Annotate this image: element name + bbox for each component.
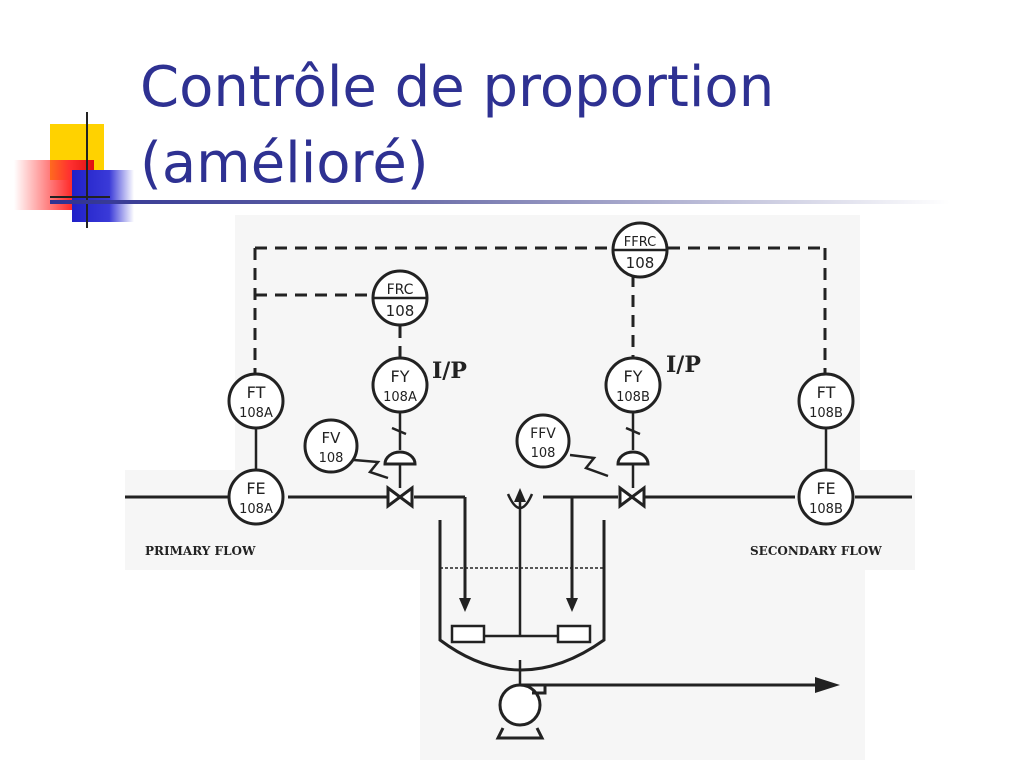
ip-converter-label-right: I/P [666,352,701,378]
ft-108b-number: 108B [809,406,843,421]
process-pipes [125,495,912,687]
bubble-ft-108a [227,372,285,430]
valve-right [616,450,650,509]
slide-title: Contrôle de proportion (amélioré) [140,50,774,202]
mixing-tank [438,492,606,690]
ft-108a-number: 108A [239,406,273,421]
pump [495,683,547,740]
frc-tag: FRC [387,282,414,298]
decor-vertical-line [86,112,88,228]
ft-108a-tag: FT [247,383,266,402]
fe-108a-number: 108A [239,502,273,517]
fy-108a-tag: FY [391,367,410,386]
ft-108b-tag: FT [817,383,836,402]
scan-background-bottom [420,555,865,760]
bubble-fv [303,418,359,474]
decor-horizontal-line [50,196,110,198]
ffv-number: 108 [531,446,556,461]
title-line-2: (amélioré) [140,131,429,196]
fe-108b-number: 108B [809,502,843,517]
bubble-dividers [373,248,667,300]
fy-108b-number: 108B [616,390,650,405]
fv-tag: FV [322,429,342,447]
ffrc-number: 108 [626,254,655,272]
fe-108b-tag: FE [816,479,835,498]
ip-converter-label-left: I/P [432,358,467,384]
fy-108b-tag: FY [624,367,643,386]
fy-108a-number: 108A [383,390,417,405]
fe-108a-tag: FE [246,479,265,498]
bubble-fy-108a [371,356,429,414]
secondary-flow-label: SECONDARY FLOW [750,544,882,558]
primary-flow-label: PRIMARY FLOW [145,544,256,558]
instrument-links [254,412,828,488]
flow-arrows [459,488,840,693]
bubble-fy-108b [604,356,662,414]
ffrc-tag: FFRC [624,235,656,250]
bubble-ft-108b [797,372,855,430]
bubble-fe-108b [797,468,855,526]
frc-number: 108 [386,302,415,320]
fv-number: 108 [319,451,344,466]
title-underline [50,200,950,204]
valve-left [383,450,417,509]
bubble-ffv [515,413,571,469]
bubble-fe-108a [227,468,285,526]
signal-lines [253,246,827,375]
ffv-tag: FFV [530,426,556,442]
title-line-1: Contrôle de proportion [140,55,775,120]
